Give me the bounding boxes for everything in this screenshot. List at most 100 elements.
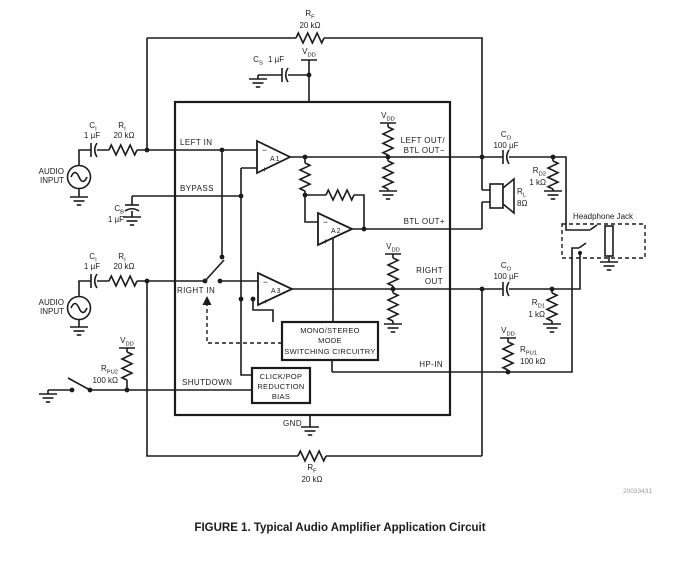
audio-input-left-label1: AUDIO — [39, 167, 64, 176]
label-ci-left-value: 1 µF — [84, 131, 100, 140]
a2-label: A2 — [331, 228, 342, 235]
pin-left-out-2: BTL OUT− — [404, 146, 445, 155]
ground-icon — [69, 196, 89, 206]
label-ri-left-ref: RI — [118, 121, 126, 133]
svg-text:BIAS: BIAS — [272, 392, 290, 401]
vdd-label-left-divider: VDD — [381, 111, 395, 123]
resistor-divider-left-bottom — [382, 160, 394, 190]
resistor-divider-left-top — [382, 126, 394, 156]
audio-input-right-label2: INPUT — [40, 307, 64, 316]
shutdown-switch — [67, 377, 91, 391]
opamp-a1: − + A1 — [256, 139, 293, 175]
label-rpu1-ref: RPU1 — [520, 345, 537, 357]
svg-text:CLICK/POP: CLICK/POP — [260, 372, 303, 381]
label-rf-bottom-value: 20 kΩ — [301, 475, 322, 484]
a3-label: A3 — [271, 288, 282, 295]
resistor-divider-right-top — [387, 257, 399, 287]
vdd-label-top: VDD — [302, 47, 316, 59]
label-ri-right-ref: RI — [118, 252, 126, 264]
vdd-label-right-divider: VDD — [386, 242, 400, 254]
resistor-rd1 — [546, 292, 558, 322]
click-pop-box: CLICK/POP REDUCTION BIAS — [250, 366, 312, 405]
capacitor-ci-left — [90, 142, 98, 158]
svg-text:MONO/STEREO: MONO/STEREO — [300, 326, 360, 335]
ground-icon — [599, 261, 619, 271]
headphone-jack-label: Headphone Jack — [573, 212, 634, 221]
label-rd2-value: 1 kΩ — [529, 178, 546, 187]
label-rpu2-value: 100 kΩ — [92, 376, 118, 385]
ground-icon — [69, 326, 89, 336]
pin-right-out-2: OUT — [425, 277, 443, 286]
svg-text:MODE: MODE — [318, 336, 342, 345]
svg-text:SWITCHING CIRCUITRY: SWITCHING CIRCUITRY — [284, 347, 375, 356]
resistor-a2-input — [299, 162, 311, 192]
label-rf-top-value: 20 kΩ — [299, 21, 320, 30]
resistor-rd2 — [547, 160, 559, 190]
pin-gnd: GND — [283, 419, 302, 428]
pin-btl-out-plus: BTL OUT+ — [404, 217, 445, 226]
label-ci-right-ref: CI — [89, 252, 97, 264]
label-rl-value: 8Ω — [517, 199, 527, 208]
label-co-left-value: 100 µF — [493, 141, 518, 150]
label-cs-value: 1 µF — [268, 55, 284, 64]
a2-noninverting-input: + — [323, 236, 328, 246]
audio-input-right-label1: AUDIO — [39, 298, 64, 307]
doc-number: 20033431 — [623, 488, 652, 495]
capacitor-cb — [124, 204, 140, 212]
capacitor-cs — [281, 67, 289, 83]
label-co-left-ref: CO — [501, 130, 512, 142]
pin-left-in: LEFT IN — [180, 138, 212, 147]
ground-icon — [38, 393, 58, 403]
junction-dots — [69, 72, 556, 393]
resistor-rpu1 — [502, 341, 514, 371]
label-ci-left-ref: CI — [89, 121, 97, 133]
ground-icon — [248, 78, 268, 88]
resistor-rpu2 — [121, 351, 133, 381]
label-ci-right-value: 1 µF — [84, 262, 100, 271]
svg-text:REDUCTION: REDUCTION — [257, 382, 304, 391]
label-rl-ref: RL — [517, 187, 527, 199]
mono-stereo-box: MONO/STEREO MODE SWITCHING CIRCUITRY — [280, 320, 380, 362]
wires — [47, 37, 610, 457]
a2-inverting-input: − — [323, 217, 328, 227]
label-cb-ref: CB — [114, 204, 124, 216]
label-rd1-value: 1 kΩ — [528, 310, 545, 319]
capacitor-ci-right — [90, 273, 98, 289]
resistor-ri-left — [108, 144, 138, 156]
resistor-divider-right-bottom — [387, 292, 399, 322]
label-rd1-ref: RD1 — [532, 298, 545, 310]
resistor-rf-bottom — [297, 450, 327, 462]
audio-source-right-icon — [66, 295, 92, 321]
headphone-jack — [561, 223, 646, 259]
resistor-a2-feedback — [325, 189, 355, 201]
speaker-icon — [489, 177, 515, 215]
figure-caption: FIGURE 1. Typical Audio Amplifier Applic… — [194, 522, 485, 534]
capacitor-co-right — [502, 281, 510, 297]
a1-label: A1 — [270, 156, 281, 163]
label-co-right-value: 100 µF — [493, 272, 518, 281]
label-rpu2-ref: RPU2 — [101, 364, 118, 376]
resistor-rf-top — [295, 32, 325, 44]
ground-icon — [378, 190, 398, 200]
label-cb-value: 1 µF — [108, 215, 124, 224]
ground-icon — [542, 323, 562, 333]
a1-inverting-input: − — [262, 145, 267, 155]
opamp-a2: − + A2 — [317, 211, 355, 247]
label-rf-top-ref: RF — [305, 9, 315, 21]
label-rf-bottom-ref: RF — [307, 463, 317, 475]
resistor-ri-right — [108, 275, 138, 287]
a3-noninverting-input: + — [263, 296, 268, 306]
pin-right-out-1: RIGHT — [416, 266, 443, 275]
label-co-right-ref: CO — [501, 261, 512, 273]
pin-right-in: RIGHT IN — [177, 286, 215, 295]
audio-input-left-label2: INPUT — [40, 176, 64, 185]
a1-noninverting-input: + — [262, 164, 267, 174]
capacitor-co-left — [502, 149, 510, 165]
ic-boundary — [173, 100, 452, 417]
ground-icon — [122, 216, 142, 226]
pin-shutdown: SHUTDOWN — [182, 378, 232, 387]
label-rpu1-value: 100 kΩ — [520, 357, 546, 366]
a3-inverting-input: − — [263, 277, 268, 287]
